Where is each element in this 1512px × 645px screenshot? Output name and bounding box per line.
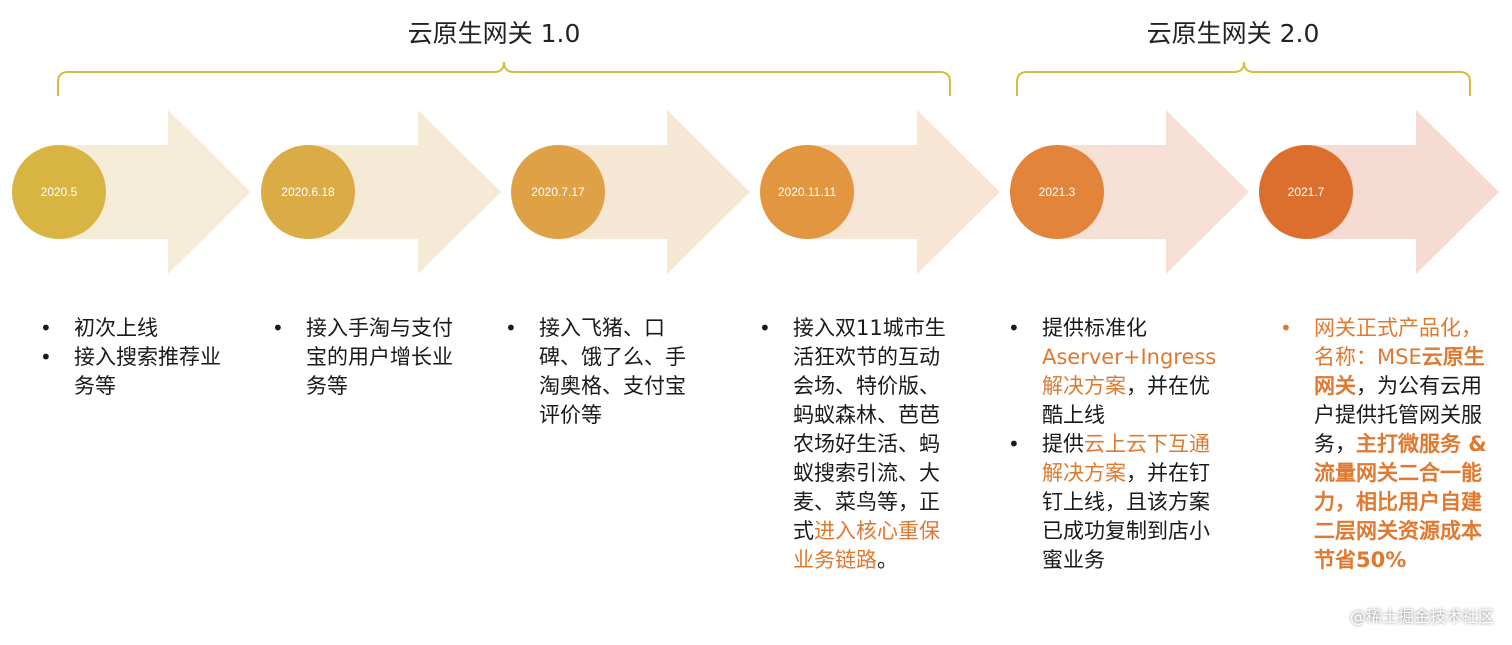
milestone-circle-1: 2020.5 <box>12 145 106 239</box>
bullet-text: ，并在优酷上线 <box>1042 374 1210 427</box>
highlight-text: 主打微服务 & 流量网关二合一能力，相比用户自建二层网关资源成本节省50% <box>1314 432 1487 572</box>
phase-bracket-1 <box>57 61 951 96</box>
bullet-text: 提供 <box>1042 432 1084 456</box>
milestone-desc-3: 接入飞猪、口碑、饿了么、手淘奥格、支付宝评价等 <box>503 314 703 430</box>
highlight-text: 云上云下互通解决方案 <box>1042 432 1210 485</box>
phase-bracket-2 <box>1016 61 1471 96</box>
bullet-item: 提供云上云下互通解决方案，并在钉钉上线，且该方案已成功复制到店小蜜业务 <box>1006 430 1226 575</box>
watermark: @稀土掘金技术社区 <box>1349 607 1494 626</box>
bullet-text: ，为公有云用户提供托管网关服务， <box>1314 374 1482 456</box>
milestone-desc-2: 接入手淘与支付宝的用户增长业务等 <box>270 314 470 401</box>
milestone-arrow-5 <box>1056 110 1249 274</box>
milestone-arrow-2 <box>308 110 501 274</box>
milestone-desc-6: 网关正式产品化，名称：MSE云原生网关，为公有云用户提供托管网关服务，主打微服务… <box>1278 314 1498 575</box>
milestone-circle-6: 2021.7 <box>1259 145 1353 239</box>
highlight-text: Aserver+Ingress解决方案 <box>1042 345 1217 398</box>
highlight-text: 网关正式产品化，名称：MSE <box>1314 316 1482 369</box>
bullet-item: 网关正式产品化，名称：MSE云原生网关，为公有云用户提供托管网关服务，主打微服务… <box>1278 314 1498 575</box>
bullet-item: 初次上线 <box>38 314 238 343</box>
bullet-text: 接入手淘与支付宝的用户增长业务等 <box>306 316 453 398</box>
phase-title-1: 云原生网关 1.0 <box>407 19 581 48</box>
phase-title-2: 云原生网关 2.0 <box>1146 19 1320 48</box>
bullet-text: 。 <box>877 548 898 572</box>
milestone-desc-1: 初次上线接入搜索推荐业务等 <box>38 314 238 401</box>
bullet-text: 接入飞猪、口碑、饿了么、手淘奥格、支付宝评价等 <box>539 316 686 427</box>
highlight-text: 云原生网关 <box>1314 345 1485 398</box>
milestone-arrow-4 <box>807 110 1000 274</box>
milestone-arrow-1 <box>58 110 251 274</box>
milestone-arrow-6 <box>1306 110 1499 274</box>
bullet-text: 接入搜索推荐业务等 <box>74 345 221 398</box>
bullet-item: 接入飞猪、口碑、饿了么、手淘奥格、支付宝评价等 <box>503 314 703 430</box>
bullet-text: 提供标准化 <box>1042 316 1147 340</box>
bullet-item: 接入搜索推荐业务等 <box>38 343 238 401</box>
bullet-text: 初次上线 <box>74 316 158 340</box>
bullet-item: 接入双11城市生活狂欢节的互动会场、特价版、蚂蚁森林、芭芭农场好生活、蚂蚁搜索引… <box>757 314 955 575</box>
milestone-circle-3: 2020.7.17 <box>511 145 605 239</box>
milestone-desc-4: 接入双11城市生活狂欢节的互动会场、特价版、蚂蚁森林、芭芭农场好生活、蚂蚁搜索引… <box>757 314 955 575</box>
milestone-circle-4: 2020.11.11 <box>760 145 854 239</box>
bullet-item: 接入手淘与支付宝的用户增长业务等 <box>270 314 470 401</box>
milestone-desc-5: 提供标准化Aserver+Ingress解决方案，并在优酷上线提供云上云下互通解… <box>1006 314 1226 575</box>
bullet-item: 提供标准化 Aserver+Ingress解决方案，并在优酷上线 <box>1006 314 1226 430</box>
milestone-arrow-3 <box>557 110 750 274</box>
bullet-text: 接入双11城市生活狂欢节的互动会场、特价版、蚂蚁森林、芭芭农场好生活、蚂蚁搜索引… <box>793 316 946 543</box>
milestone-circle-5: 2021.3 <box>1010 145 1104 239</box>
milestone-circle-2: 2020.6.18 <box>261 145 355 239</box>
bullet-text: ，并在钉钉上线，且该方案已成功复制到店小蜜业务 <box>1042 461 1210 572</box>
highlight-text: 进入核心重保业务链路 <box>793 519 940 572</box>
